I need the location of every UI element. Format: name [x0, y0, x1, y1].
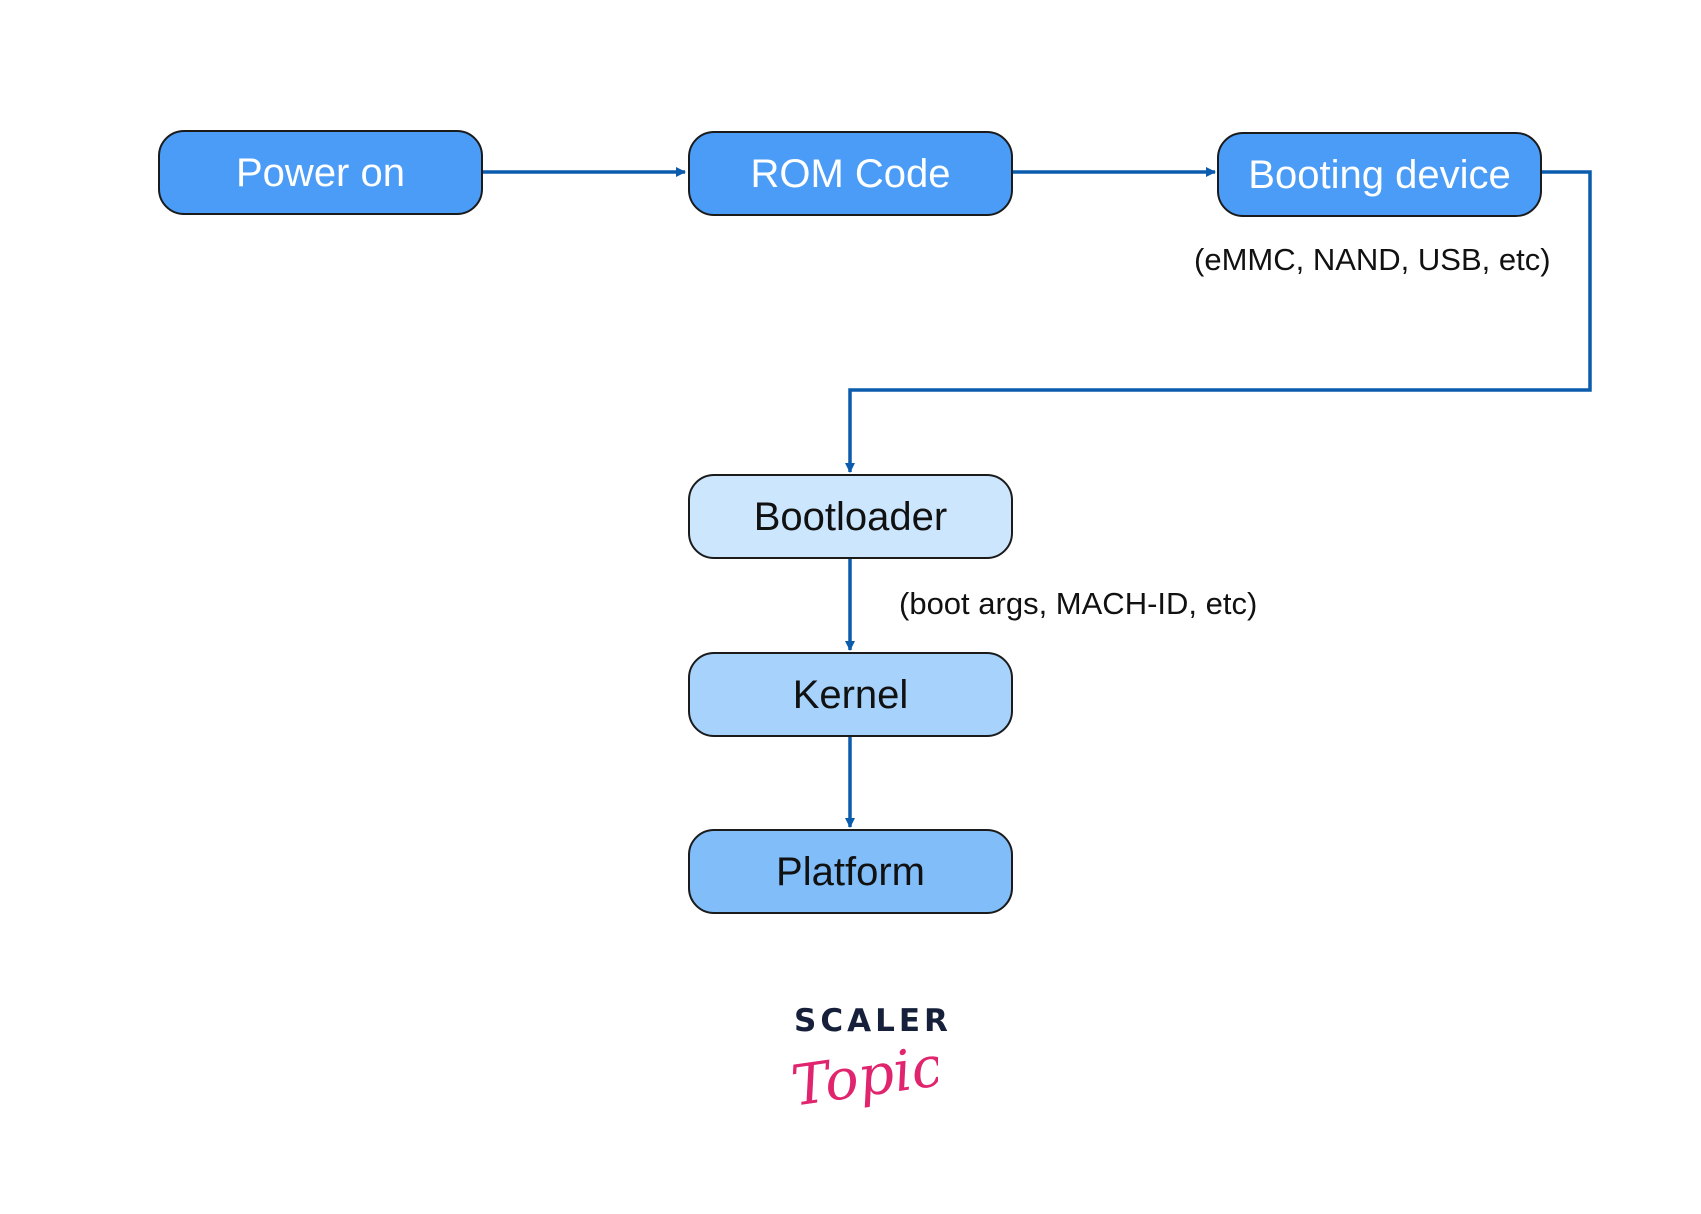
power-on-node: Power on [158, 130, 483, 215]
brand-script-topics: Topics [788, 1030, 938, 1119]
bootloader-node: Bootloader [688, 474, 1013, 559]
kernel-node: Kernel [688, 652, 1013, 737]
bootloader-label: Bootloader [753, 494, 948, 539]
scaler-topics-logo: SCALER Topics [778, 1003, 948, 1143]
bootloader-annotation: (boot args, MACH-ID, etc) [899, 586, 1258, 621]
rom-code-label: ROM Code [750, 151, 951, 196]
platform-label: Platform [776, 849, 925, 894]
brand-wordmark: SCALER [794, 1003, 952, 1039]
booting-device-label: Booting device [1248, 152, 1511, 197]
kernel-label: Kernel [792, 672, 909, 717]
booting-device-node: Booting device [1217, 132, 1542, 217]
svg-text:Topics: Topics [788, 1030, 938, 1119]
booting-device-annotation: (eMMC, NAND, USB, etc) [1194, 242, 1551, 277]
rom-code-node: ROM Code [688, 131, 1013, 216]
power-on-label: Power on [236, 150, 405, 195]
arrow-booting-device-to-bootloader [845, 170, 1592, 473]
platform-node: Platform [688, 829, 1013, 914]
